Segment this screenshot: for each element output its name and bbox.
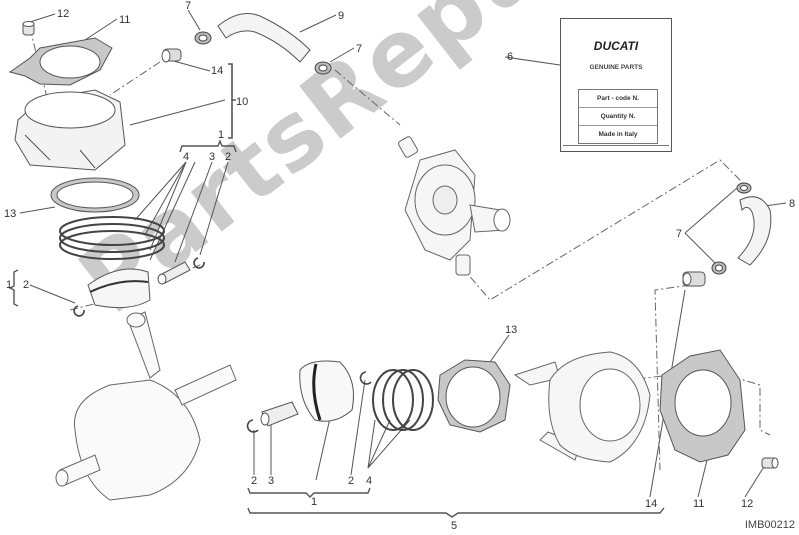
callout-12[interactable]: 12 (741, 498, 754, 510)
callout-13[interactable]: 13 (4, 208, 17, 220)
circlips-bottom (246, 371, 372, 433)
callout-3[interactable]: 3 (209, 151, 216, 163)
label-table: Part - code N. Quantity N. Made in Italy (578, 89, 658, 144)
piston-rings-bottom (372, 369, 434, 431)
label-footer-line (563, 145, 669, 148)
callout-2[interactable]: 2 (348, 475, 355, 487)
callout-2[interactable]: 2 (23, 279, 30, 291)
callout-14[interactable]: 14 (211, 65, 224, 77)
genuine-parts-label: DUCATI GENUINE PARTS Part - code N. Quan… (560, 18, 672, 152)
callout-9[interactable]: 9 (338, 10, 345, 22)
callout-10[interactable]: 10 (236, 96, 249, 108)
crankshaft-assembly (55, 311, 237, 501)
label-row-part-code: Part - code N. (579, 90, 657, 108)
callout-5[interactable]: 5 (451, 520, 458, 532)
callout-8[interactable]: 8 (789, 198, 796, 210)
image-code: IMB00212 (744, 519, 795, 531)
callout-14[interactable]: 14 (645, 498, 658, 510)
callout-2[interactable]: 2 (251, 475, 258, 487)
callout-1[interactable]: 1 (218, 129, 225, 141)
base-gasket-top (50, 177, 140, 213)
callout-1[interactable]: 1 (6, 279, 13, 291)
callout-6[interactable]: 6 (507, 51, 514, 63)
callout-7[interactable]: 7 (356, 43, 363, 55)
callout-7[interactable]: 7 (676, 228, 683, 240)
water-pump (398, 136, 511, 276)
dowel-top (22, 21, 35, 36)
piston-pin-top (157, 261, 191, 285)
piston-bottom (299, 360, 354, 422)
callout-11[interactable]: 11 (693, 498, 705, 510)
cylinder-bottom (513, 351, 651, 463)
callout-2[interactable]: 2 (225, 151, 232, 163)
callout-4[interactable]: 4 (183, 151, 190, 163)
callout-7[interactable]: 7 (185, 0, 192, 12)
label-row-origin: Made in Italy (598, 131, 638, 138)
piston-top (87, 268, 151, 309)
callout-3[interactable]: 3 (268, 475, 275, 487)
hose-rear (737, 196, 772, 266)
circlips-top (73, 257, 205, 317)
piston-pin-bottom (260, 401, 299, 427)
callout-11[interactable]: 11 (119, 14, 131, 26)
label-row-quantity: Quantity N. (579, 108, 657, 126)
callout-13[interactable]: 13 (505, 324, 518, 336)
label-subtitle: GENUINE PARTS (589, 64, 643, 71)
head-gasket-top (8, 37, 113, 86)
cylinder-top (14, 89, 126, 171)
base-gasket-bottom (437, 359, 511, 433)
dowel-bottom (761, 457, 779, 469)
water-fitting-top (161, 48, 182, 63)
hose-front (217, 13, 311, 63)
head-gasket-bottom (659, 349, 746, 463)
piston-rings-top (59, 216, 165, 260)
hose-clamps (194, 31, 752, 275)
water-fitting-right (682, 271, 706, 287)
callout-4[interactable]: 4 (366, 475, 373, 487)
callout-1[interactable]: 1 (311, 496, 318, 508)
brand-logo: DUCATI (593, 39, 639, 53)
callout-12[interactable]: 12 (57, 8, 70, 20)
